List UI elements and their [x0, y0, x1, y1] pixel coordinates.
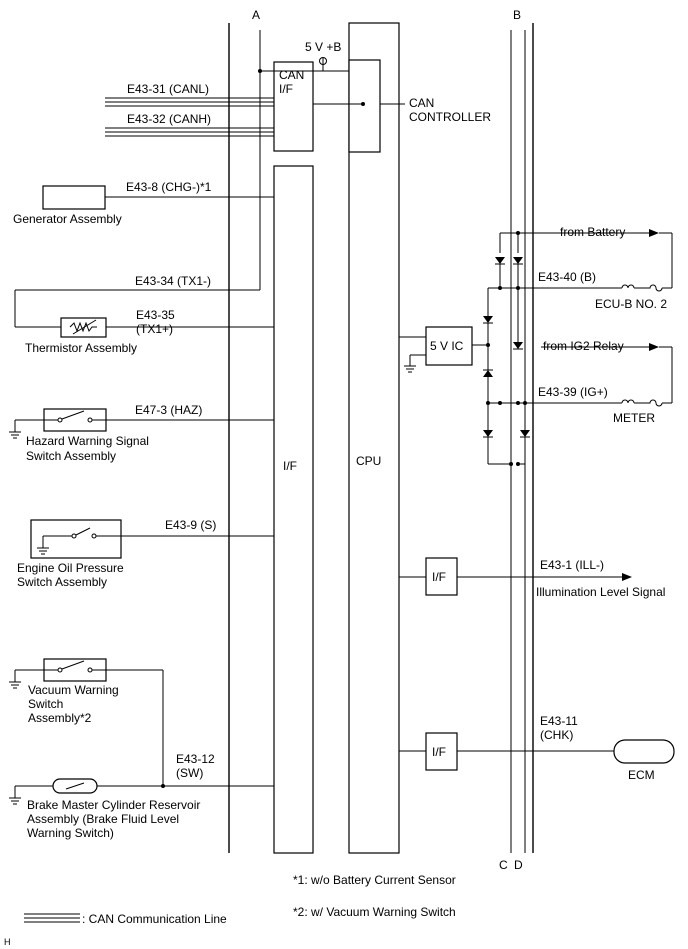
terminal-chk-1: E43-11 [540, 714, 578, 728]
ecu-b-label: ECU-B NO. 2 [595, 297, 667, 311]
terminal-s: E43-9 (S) [165, 518, 216, 532]
ic-5v-label: 5 V IC [430, 339, 464, 353]
vacuum-label-2: Switch [28, 697, 63, 711]
chk-if-block [425, 732, 458, 771]
generator-assembly [42, 185, 106, 210]
brake-label-1: Brake Master Cylinder Reservoir [27, 798, 200, 812]
terminal-b: E43-40 (B) [538, 270, 596, 284]
terminal-tx1p-1: E43-35 [136, 308, 175, 322]
can-bus-lines [105, 97, 274, 137]
ig2-label: from IG2 Relay [543, 339, 624, 353]
chk-if-label: I/F [432, 745, 446, 759]
hazard-label-1: Hazard Warning Signal [26, 434, 149, 448]
footnote-2: *2: w/ Vacuum Warning Switch [293, 905, 456, 919]
meter-label: METER [613, 411, 655, 425]
cpu-label: CPU [356, 454, 381, 468]
terminal-chk-2: (CHK) [540, 728, 573, 742]
battery-arrow-icon [649, 229, 659, 237]
main-if-label: I/F [283, 459, 297, 473]
can-controller-block [348, 59, 381, 153]
vacuum-label-1: Vacuum Warning [28, 683, 119, 697]
bus-d-label: D [514, 858, 523, 872]
terminal-igp: E43-39 (IG+) [538, 385, 608, 399]
terminal-chg: E43-8 (CHG-)*1 [126, 180, 212, 194]
terminal-ill: E43-1 (ILL-) [540, 558, 604, 572]
terminal-haz: E47-3 (HAZ) [135, 403, 202, 417]
terminal-canl: E43-31 (CANL) [127, 82, 209, 96]
bus-a-label: A [252, 8, 260, 22]
footnote-1: *1: w/o Battery Current Sensor [293, 873, 456, 887]
brake-label-2: Assembly (Brake Fluid Level [27, 812, 179, 826]
oil-label-2: Switch Assembly [17, 575, 107, 589]
footer-mark: H [4, 937, 11, 947]
supply-5v-label: 5 V +B [305, 40, 341, 54]
bus-b-label: B [513, 8, 521, 22]
terminal-canh: E43-32 (CANH) [127, 112, 211, 126]
ecm-block [613, 739, 675, 764]
can-if-label-2: I/F [279, 82, 293, 96]
ill-arrow-icon [622, 573, 632, 581]
can-controller-label-2: CONTROLLER [409, 110, 491, 124]
ic-5v-block [425, 326, 473, 366]
oil-pressure-switch-assembly [30, 519, 122, 559]
can-if-block [273, 61, 314, 152]
bus-c-label: C [499, 858, 508, 872]
main-if-block [273, 165, 314, 854]
battery-label: from Battery [560, 225, 625, 239]
can-line-legend-icon [24, 913, 80, 923]
oil-label-1: Engine Oil Pressure [17, 561, 124, 575]
thermistor-label: Thermistor Assembly [25, 341, 137, 355]
meter-fuse-icon [621, 399, 663, 407]
terminal-sw-1: E43-12 [176, 752, 215, 766]
ill-signal-label: Illumination Level Signal [536, 585, 665, 599]
generator-label: Generator Assembly [13, 212, 122, 226]
can-legend-label: : CAN Communication Line [82, 912, 227, 926]
brake-label-3: Warning Switch) [27, 826, 114, 840]
ecm-label: ECM [628, 768, 655, 782]
ecu-b-fuse-icon [621, 284, 663, 292]
can-controller-label-1: CAN [409, 96, 434, 110]
terminal-sw-2: (SW) [176, 766, 203, 780]
cpu-block [348, 22, 400, 854]
terminal-tx1p-2: (TX1+) [136, 322, 173, 336]
oil-switch-icon [71, 533, 77, 539]
thermistor-icon [69, 321, 97, 333]
can-if-label-1: CAN [279, 68, 304, 82]
hazard-label-2: Switch Assembly [26, 449, 116, 463]
terminal-tx1m: E43-34 (TX1-) [135, 274, 211, 288]
ill-if-block [425, 557, 458, 596]
vacuum-label-3: Assembly*2 [28, 711, 92, 725]
ill-if-label: I/F [432, 570, 446, 584]
ig2-arrow-icon [649, 343, 659, 351]
